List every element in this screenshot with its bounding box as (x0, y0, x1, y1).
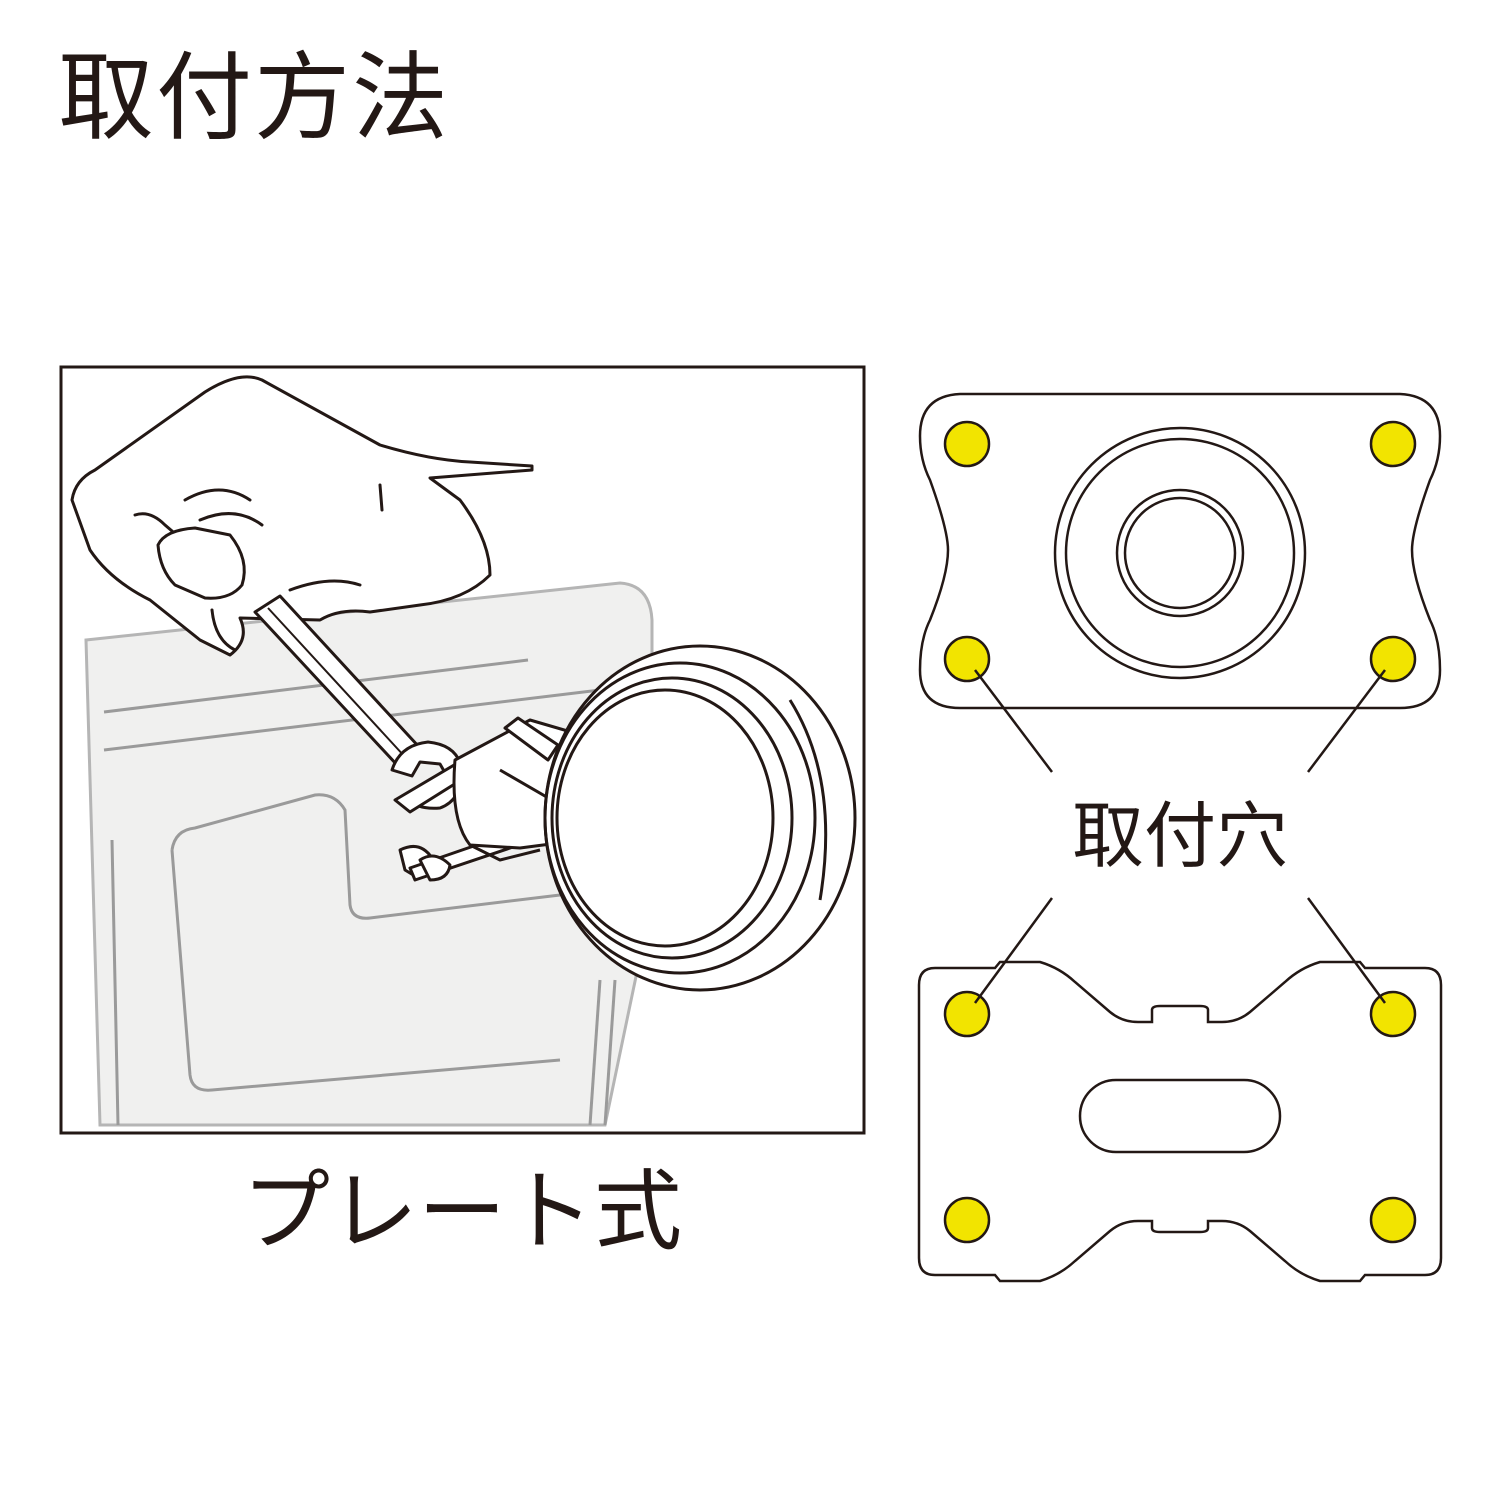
swivel-top-plate (918, 392, 1442, 710)
kingpin-inner (1123, 496, 1237, 610)
swivel-ring-inner (1064, 437, 1296, 669)
leader-line (974, 669, 1053, 773)
plate-mount-scene (59, 365, 866, 1135)
mounting-hole-dot (1369, 420, 1417, 468)
mounting-hole-dot (1369, 1196, 1417, 1244)
mounting-hole-dot (943, 990, 991, 1038)
swivel-ring-outer (1053, 426, 1307, 680)
kingpin-outer (1115, 488, 1245, 618)
leader-line (1307, 669, 1386, 773)
caster-wheel (543, 644, 857, 992)
plate-type-caption: プレート式 (241, 1160, 682, 1263)
axle-slot (1078, 1078, 1282, 1154)
mounting-hole-dot (943, 420, 991, 468)
rigid-plate-outline (917, 960, 1443, 1283)
hand (70, 375, 534, 657)
mounting-hole-dot (1369, 635, 1417, 683)
leader-line (973, 897, 1054, 1004)
top-plate-outline (918, 392, 1442, 710)
page-title: 取付方法 (58, 42, 450, 154)
mounting-hole-caption: 取付穴 (1071, 794, 1288, 878)
rigid-plate (917, 960, 1443, 1283)
mounting-hole-dot (943, 1196, 991, 1244)
mounting-hole-dot (943, 635, 991, 683)
leader-lines (973, 669, 1387, 1004)
leader-line (1306, 897, 1387, 1004)
mounting-hole-dot (1369, 990, 1417, 1038)
